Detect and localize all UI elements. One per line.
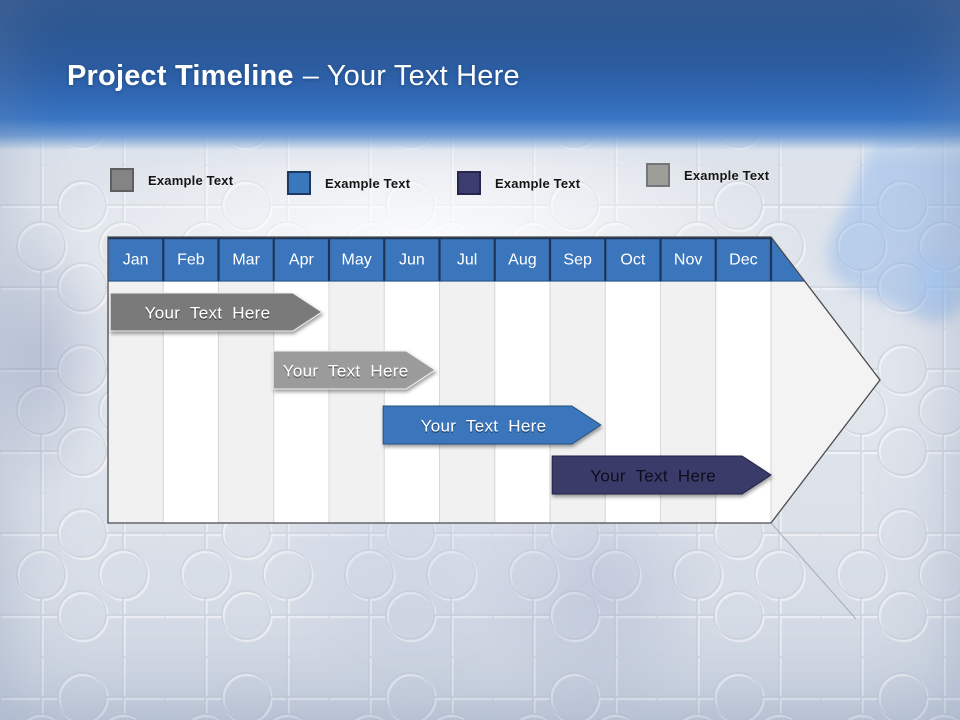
month-label-dec: Dec <box>729 252 757 269</box>
month-label-may: May <box>342 252 372 269</box>
bar-label: Your Text Here <box>283 362 409 381</box>
bar-label: Your Text Here <box>145 304 271 323</box>
timeline-bar-3 <box>382 405 602 445</box>
bar-label: Your Text Here <box>421 417 547 436</box>
month-label-jan: Jan <box>123 252 149 269</box>
month-label-oct: Oct <box>620 252 645 269</box>
month-label-feb: Feb <box>177 252 205 269</box>
slide-title-main: Project Timeline <box>67 60 294 92</box>
month-column-may <box>329 281 385 523</box>
timeline-bar-4 <box>551 455 772 495</box>
bar-label: Your Text Here <box>590 467 716 486</box>
month-label-apr: Apr <box>289 252 315 269</box>
month-column-jul <box>439 281 495 523</box>
month-label-mar: Mar <box>232 252 260 269</box>
month-label-nov: Nov <box>674 252 702 269</box>
month-label-jul: Jul <box>457 252 477 269</box>
month-column-jun <box>384 281 440 523</box>
month-column-aug <box>494 281 550 523</box>
month-label-aug: Aug <box>508 252 536 269</box>
slide-title-suffix: – Your Text Here <box>302 60 520 92</box>
bar-label-shadow: Your Text Here <box>421 418 547 437</box>
month-label-jun: Jun <box>399 252 425 269</box>
table-shadow-line <box>771 523 857 620</box>
slide-title: Project Timeline– Your Text Here <box>67 60 520 93</box>
month-label-sep: Sep <box>563 252 592 269</box>
